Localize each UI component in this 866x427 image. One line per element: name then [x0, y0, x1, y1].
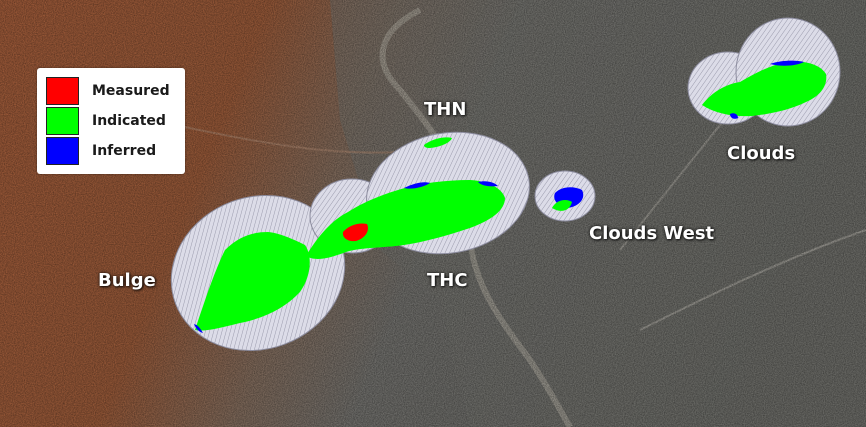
legend-item-inferred: Inferred [46, 137, 156, 165]
legend-swatch-measured [46, 77, 79, 105]
label-thn: THN [424, 99, 467, 120]
legend-swatch-indicated [46, 107, 79, 135]
clouds-west-pit [534, 170, 596, 222]
label-thc: THC [427, 270, 468, 291]
thc-inferred-zone-north [404, 182, 430, 189]
legend-label-indicated: Indicated [92, 113, 166, 129]
legend-label-inferred: Inferred [92, 143, 157, 159]
legend-item-indicated: Indicated [46, 107, 166, 135]
legend-label-measured: Measured [92, 83, 170, 99]
legend-item-measured: Measured [46, 77, 170, 105]
legend: Measured Indicated Inferred [37, 68, 185, 174]
label-bulge: Bulge [98, 270, 156, 291]
label-clouds-west: Clouds West [589, 223, 715, 244]
thn-indicated-zone [424, 137, 452, 148]
thc-pit [306, 131, 530, 259]
legend-swatch-inferred [46, 137, 79, 165]
clouds-inferred-zone-north [770, 60, 804, 66]
label-clouds: Clouds [727, 143, 796, 164]
thc-measured-zone [342, 223, 368, 242]
clouds-inferred-zone-south [730, 113, 738, 119]
bulge-inferred-zone [194, 324, 203, 333]
clouds-indicated-zone [702, 61, 827, 117]
clouds-west-indicated-zone [552, 200, 572, 211]
bulge-indicated-zone [195, 232, 310, 331]
thc-inferred-zone-east [478, 181, 498, 187]
clouds-pit [687, 17, 841, 127]
